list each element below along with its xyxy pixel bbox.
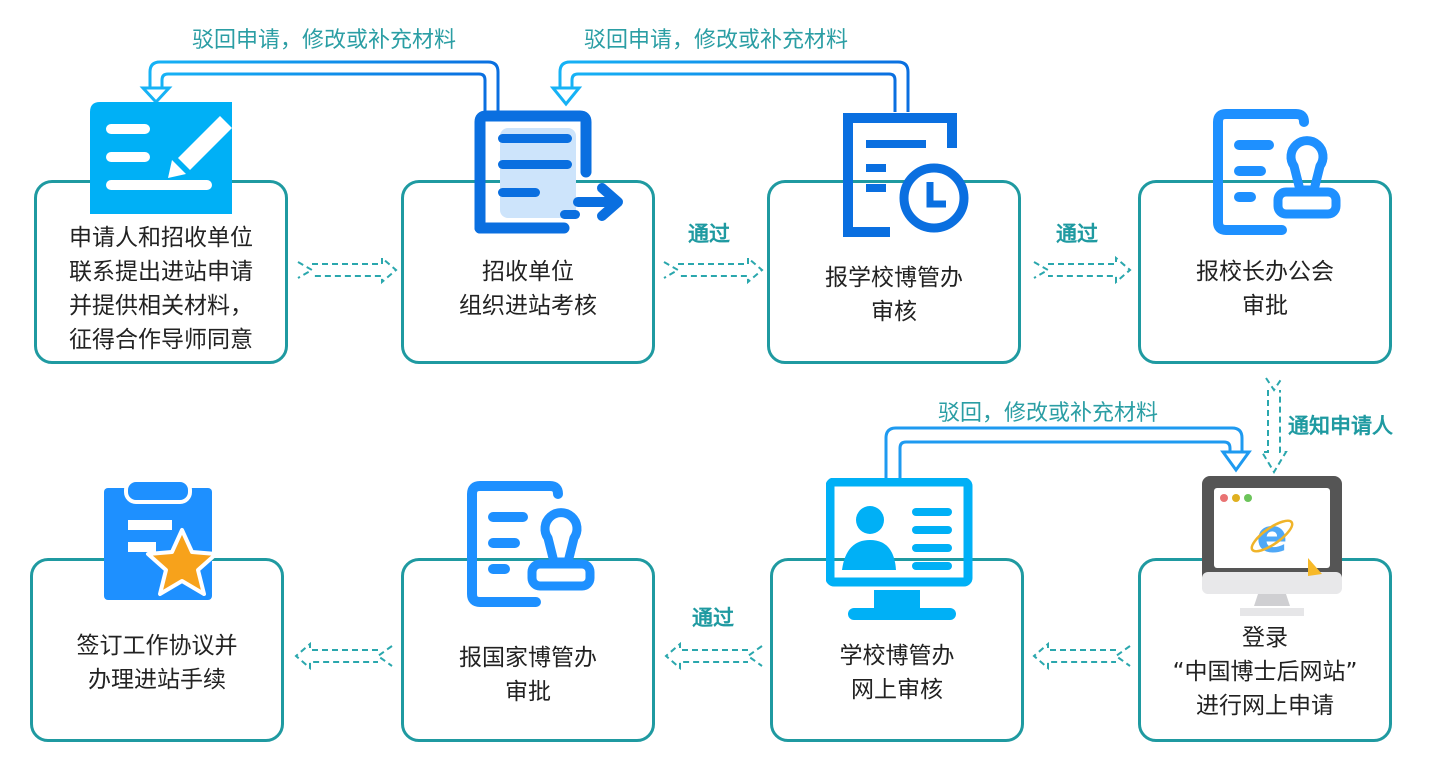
step-7-box: 报国家博管办 审批 <box>401 558 655 742</box>
step-2-text: 招收单位 组织进站考核 <box>459 259 597 319</box>
step-5-text: 登录 “中国博士后网站” 进行网上申请 <box>1172 625 1358 719</box>
document-clock-icon <box>843 113 969 237</box>
dashed-arrow-7-8 <box>294 641 393 671</box>
dashed-arrow-6-7 <box>664 641 763 671</box>
svg-text:e: e <box>1256 509 1287 563</box>
step-7-text: 报国家博管办 审批 <box>459 645 597 705</box>
step-1-text: 申请人和招收单位 联系提出进站申请 并提供相关材料， 征得合作导师同意 <box>69 225 253 353</box>
edit-document-icon <box>90 102 232 214</box>
step-4-text: 报校长办公会 审批 <box>1196 259 1334 319</box>
reject-loop-arrow-3 <box>884 426 1252 480</box>
dashed-arrow-3-4 <box>1033 255 1132 285</box>
pass-label-6-7: 通过 <box>692 606 734 630</box>
dashed-arrow-5-6 <box>1032 641 1131 671</box>
document-stamp-icon <box>1213 109 1341 235</box>
reject-loop-arrow-1 <box>139 60 500 112</box>
step-8-text: 签订工作协议并 办理进站手续 <box>76 633 238 693</box>
clipboard-star-icon <box>104 480 218 600</box>
step-5-box: 登录 “中国博士后网站” 进行网上申请 <box>1138 558 1392 742</box>
reject-label-3: 驳回，修改或补充材料 <box>938 401 1159 426</box>
reject-loop-arrow-2 <box>549 60 910 112</box>
step-4-box: 报校长办公会 审批 <box>1138 180 1392 364</box>
reject-label-2: 驳回申请，修改或补充材料 <box>584 28 849 53</box>
profile-monitor-icon <box>826 478 973 620</box>
step-3-text: 报学校博管办 审核 <box>825 265 963 325</box>
step-6-box: 学校博管办 网上审核 <box>770 558 1024 742</box>
dashed-arrow-2-3 <box>663 255 764 285</box>
reject-label-1: 驳回申请，修改或补充材料 <box>192 28 457 53</box>
dashed-arrow-4-5 <box>1260 377 1288 474</box>
document-stamp-icon <box>467 481 595 607</box>
step-3-box: 报学校博管办 审核 <box>767 180 1021 364</box>
notify-label-4-5: 通知申请人 <box>1288 414 1393 438</box>
document-export-icon <box>474 110 623 234</box>
pass-label-2-3: 通过 <box>688 222 730 246</box>
browser-monitor-icon: e <box>1202 476 1342 616</box>
pass-label-3-4: 通过 <box>1056 222 1098 246</box>
step-6-text: 学校博管办 网上审核 <box>839 643 955 703</box>
dashed-arrow-1-2 <box>297 255 398 285</box>
